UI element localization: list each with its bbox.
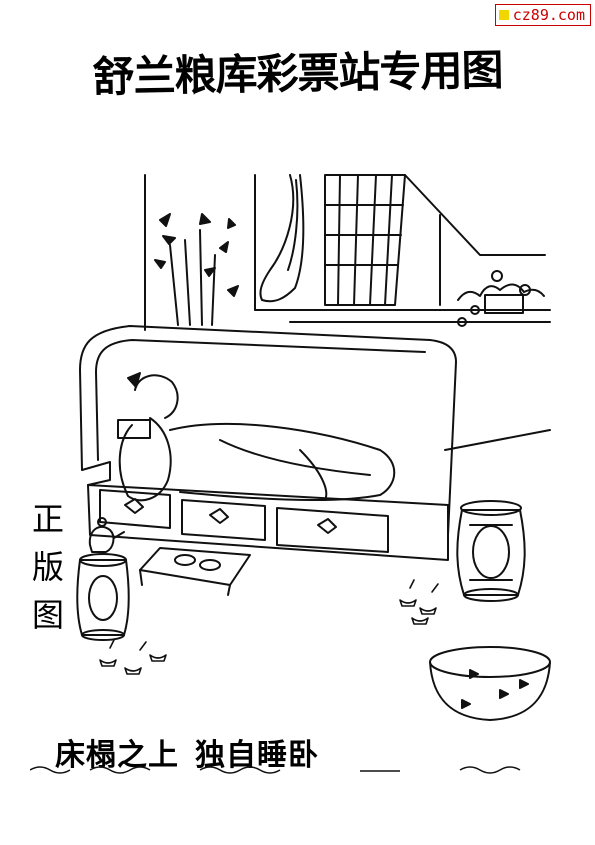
shoes-icon	[139, 547, 251, 596]
side-label: 正 版 图	[28, 495, 68, 639]
curtain-icon	[259, 174, 305, 303]
side-label-char: 图	[31, 596, 64, 634]
drum-stool-right	[456, 500, 526, 602]
site-watermark-text: cz89.com	[512, 6, 585, 24]
drum-stool-icon	[76, 553, 130, 641]
badge-square-icon	[498, 10, 509, 20]
side-label-char: 版	[31, 548, 64, 586]
site-watermark-badge[interactable]: cz89.com	[494, 4, 591, 26]
fish-bowl-icon	[429, 646, 551, 721]
teapot-icon	[88, 517, 125, 553]
lattice-window-icon	[324, 174, 546, 306]
caption-underline-scribble	[30, 766, 521, 774]
side-label-char: 正	[31, 500, 64, 538]
daybed	[79, 325, 457, 561]
room-walls	[144, 174, 551, 451]
ingot-icon	[99, 579, 439, 675]
bamboo-icon	[154, 213, 239, 326]
caption-part-1: 床榻之上	[55, 738, 179, 773]
sleeping-person	[117, 372, 396, 502]
flower-pot-icon	[457, 270, 545, 327]
